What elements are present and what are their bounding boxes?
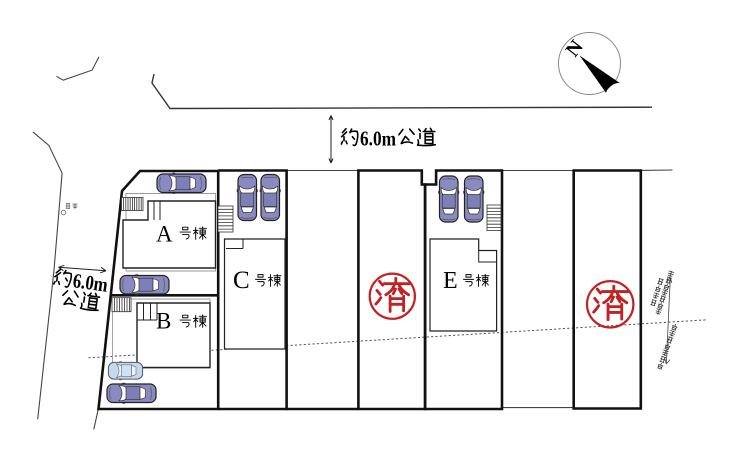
svg-text:C: C bbox=[233, 267, 250, 294]
svg-text:6.0m: 6.0m bbox=[71, 270, 109, 297]
svg-text:6.0m: 6.0m bbox=[360, 127, 396, 151]
svg-text:A: A bbox=[156, 222, 173, 247]
svg-text:E: E bbox=[443, 268, 458, 294]
svg-text:N: N bbox=[562, 36, 589, 61]
svg-text:B: B bbox=[156, 309, 171, 334]
